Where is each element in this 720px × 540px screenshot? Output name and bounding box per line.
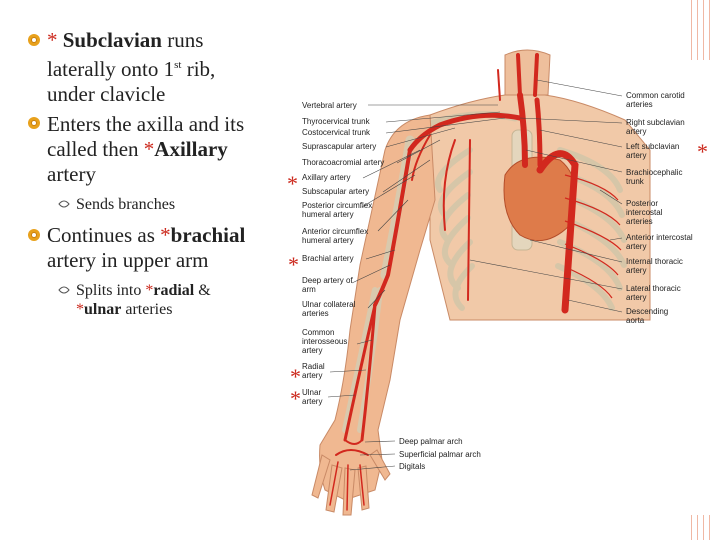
label-common-carotid-arteries: Common carotid arteries [626, 91, 685, 109]
label-deep-artery-of-arm: Deep artery of arm [302, 276, 353, 294]
label-anterior-circumflex-humeral-artery: Anterior circumflex humeral artery [302, 227, 369, 245]
bullet-icon [28, 117, 40, 129]
label-posterior-intercostal-arteries: Posterior intercostal arteries [626, 199, 663, 226]
decor-line [709, 515, 710, 540]
decor-line [691, 0, 692, 60]
intercostal-arteries [564, 174, 622, 299]
decor-line [703, 0, 704, 60]
label-suprascapular-artery: Suprascapular artery [302, 142, 377, 151]
label-costocervical-trunk: Costocervical trunk [302, 128, 371, 137]
label-right-subclavian-artery: Right subclavian artery [626, 118, 685, 136]
sub-bullet-radial-ulnar: Splits into *radial & *ulnar arteries [76, 282, 211, 318]
label-radial-artery: Radial artery [302, 362, 325, 380]
star-marker-radial: * [290, 364, 301, 389]
decor-line [691, 515, 692, 540]
label-vertebral-artery: Vertebral artery [302, 101, 357, 110]
label-axillary-artery: Axillary artery [302, 173, 351, 182]
label-brachial-artery: Brachial artery [302, 254, 354, 263]
bullet-brachial: Continues as *brachial artery in upper a… [47, 223, 246, 272]
label-thoracoacromial-artery: Thoracoacromial artery [302, 158, 385, 167]
leader-lines-left [327, 104, 506, 471]
decor-line [697, 515, 698, 540]
label-common-interosseous-artery: Common interosseous artery [302, 328, 348, 355]
sub-bullet-icon [58, 286, 70, 294]
label-digitals: Digitals [399, 462, 426, 471]
ulna-bone [342, 287, 378, 433]
star-marker-brachial: * [288, 252, 299, 277]
bullet-axillary: Enters the axilla and its called then *A… [47, 112, 245, 186]
star-marker-ulnar: * [290, 386, 301, 411]
label-deep-palmar-arch: Deep palmar arch [399, 437, 463, 446]
bullet-icon [28, 229, 40, 241]
label-descending-aorta: Descending aorta [626, 307, 669, 325]
sub-bullet-icon [58, 200, 70, 208]
sub-bullet-sends-branches: Sends branches [76, 196, 176, 213]
label-posterior-circumflex-humeral-artery: Posterior circumflex humeral artery [302, 201, 373, 219]
decor-line [697, 0, 698, 60]
star-marker-left-subclavian: * [697, 139, 708, 164]
leader-lines-right [469, 79, 623, 313]
neck [504, 49, 551, 96]
label-ulnar-artery: Ulnar artery [302, 388, 323, 406]
label-left-subclavian-artery: Left subclavian artery [626, 142, 680, 160]
star-marker-axillary: * [287, 171, 298, 196]
label-anterior-intercostal-artery: Anterior intercostal artery [626, 233, 693, 251]
label-lateral-thoracic-artery: Lateral thoracic artery [626, 284, 681, 302]
label-thyrocervical-trunk: Thyrocervical trunk [302, 117, 370, 126]
label-subscapular-artery: Subscapular artery [302, 187, 370, 196]
label-brachiocephalic-trunk: Brachiocephalic trunk [626, 168, 683, 186]
artery-network [329, 53, 579, 511]
bullet-subclavian: * Subclavian runs laterally onto 1st rib… [47, 28, 216, 106]
label-internal-thoracic-artery: Internal thoracic artery [626, 257, 683, 275]
decor-line [703, 515, 704, 540]
label-superficial-palmar-arch: Superficial palmar arch [399, 450, 481, 459]
bullet-icon [28, 34, 40, 46]
decor-line [709, 0, 710, 60]
label-ulnar-collateral-arteries: Ulnar collateral arteries [302, 300, 356, 318]
